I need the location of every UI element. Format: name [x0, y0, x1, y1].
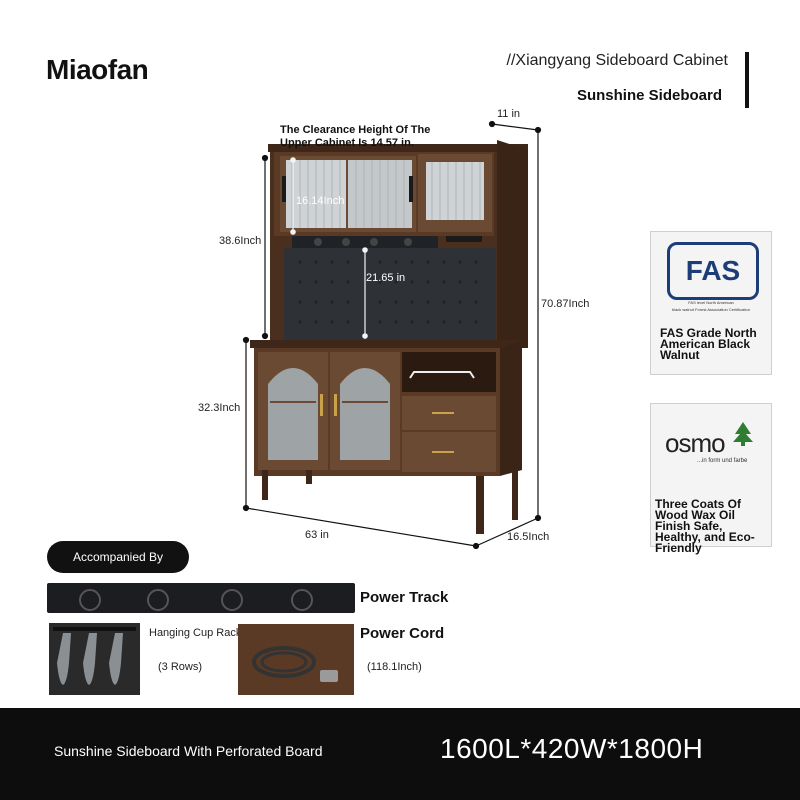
upper-inner-height-label: 16.14Inch: [296, 195, 345, 207]
cup-rack-rows: (3 Rows): [158, 661, 203, 673]
brand-logo: Miaofan: [46, 54, 149, 85]
socket-icon: [147, 589, 169, 611]
socket-icon: [79, 589, 101, 611]
power-cord-label: Power Cord: [360, 625, 445, 642]
fas-description: FAS Grade North American Black Walnut: [660, 326, 757, 362]
hutch-top: [268, 144, 528, 152]
dimension-lines: [242, 120, 542, 550]
socket-icon: [291, 589, 313, 611]
perforated-board: [284, 248, 496, 342]
fas-fine-print-2: black walnut Forest Association Certific…: [671, 307, 751, 312]
cup-rack-image: [49, 623, 140, 695]
upper-height-label: 38.6Inch: [219, 235, 262, 247]
power-track-rail: [292, 236, 438, 248]
osmo-description: Three Coats Of Wood Wax Oil Finish Safe,…: [655, 497, 755, 555]
board-height-label: 21.65 in: [366, 272, 406, 284]
series-title: //Xiangyang Sideboard Cabinet: [506, 52, 729, 69]
cord-icon: [252, 646, 338, 682]
osmo-logo: osmo: [665, 428, 726, 458]
wine-glass-icon: [53, 627, 136, 685]
power-track-image: [47, 583, 355, 613]
fas-fine-print-1: FAS level North American: [688, 300, 734, 305]
lower-height-label: 32.3Inch: [198, 402, 241, 414]
power-cord-length: (118.1Inch): [367, 661, 422, 673]
footer-bar: [0, 708, 800, 800]
fas-badge: FAS FAS level North American black walnu…: [650, 231, 772, 375]
power-track-label: Power Track: [360, 589, 449, 606]
width-label: 63 in: [305, 529, 329, 541]
tree-icon: [733, 422, 753, 446]
power-cord-image: [238, 624, 354, 695]
footer-size: 1600L*420W*1800H: [440, 733, 704, 764]
hutch-side: [497, 140, 528, 348]
product-subtitle: Sunshine Sideboard: [576, 87, 722, 104]
cup-rack-label: Hanging Cup Rack: [149, 627, 242, 639]
clearance-note: The Clearance Height Of The Upper Cabine…: [280, 124, 431, 149]
total-height-label: 70.87Inch: [541, 298, 590, 310]
fas-logo: FAS: [667, 242, 759, 300]
cup-rack-mini: [446, 236, 482, 242]
header-divider: [745, 52, 749, 108]
top-depth-label: 11 in: [497, 108, 521, 120]
osmo-tagline: ...in form und farbe: [697, 458, 748, 464]
depth-label: 16.5Inch: [507, 531, 550, 543]
socket-icon: [221, 589, 243, 611]
osmo-badge: osmo ...in form und farbe Three Coats Of…: [650, 403, 772, 554]
footer-product-name: Sunshine Sideboard With Perforated Board: [54, 743, 323, 759]
accessories-pill: Accompanied By Accessories: [47, 541, 189, 596]
sideboard-top: [250, 340, 520, 348]
